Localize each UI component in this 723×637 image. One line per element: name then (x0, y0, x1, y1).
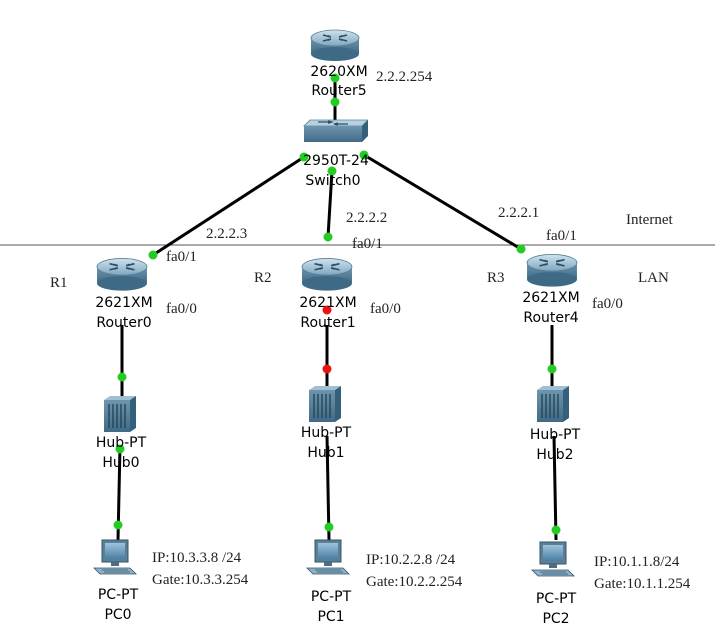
router0-icon[interactable] (96, 257, 148, 292)
link-switch0-router4 (363, 153, 522, 251)
router4-name: Router4 (523, 310, 578, 326)
switch0-model: 2950T-24 (303, 153, 369, 169)
switch0-icon[interactable] (303, 119, 368, 143)
pc2-icon[interactable] (531, 541, 575, 577)
port-dot (117, 372, 127, 382)
port-dot (330, 97, 340, 107)
router1-name: Router1 (300, 315, 355, 331)
r3-label: R3 (487, 270, 505, 286)
port-dot-down (322, 364, 332, 374)
hub2-icon[interactable] (536, 385, 570, 423)
pc1-icon[interactable] (306, 539, 350, 575)
hub1-model: Hub-PT (301, 425, 352, 441)
pc1-ip: IP:10.2.2.8 /24 (366, 552, 456, 568)
pc2-name: PC2 (542, 611, 569, 627)
router0-wan-ip: 2.2.2.3 (206, 226, 247, 242)
link-hub2-pc2 (552, 435, 558, 541)
port-dot (299, 152, 309, 162)
switch0-name: Switch0 (305, 173, 360, 189)
hub1-name: Hub1 (307, 445, 344, 461)
hub2-name: Hub2 (536, 447, 573, 463)
port-dot (148, 250, 158, 260)
pc0-gate: Gate:10.3.3.254 (152, 572, 249, 588)
link-switch0-router0 (152, 155, 305, 257)
hub1-icon[interactable] (308, 385, 342, 423)
router4-wan-ip: 2.2.2.1 (498, 205, 539, 221)
router0-lan-if: fa0/0 (166, 301, 197, 317)
pc1-gate: Gate:10.2.2.254 (366, 574, 463, 590)
pc2-model: PC-PT (536, 591, 577, 607)
r2-label: R2 (254, 270, 272, 286)
pc0-name: PC0 (104, 607, 131, 623)
link-switch0-router1 (326, 170, 334, 238)
router1-wan-if: fa0/1 (352, 236, 383, 252)
port-dot (551, 525, 561, 535)
router5-model: 2620XM (310, 64, 367, 80)
router4-lan-if: fa0/0 (592, 296, 623, 312)
router4-model: 2621XM (522, 290, 579, 306)
port-dot (330, 73, 340, 83)
pc2-ip: IP:10.1.1.8/24 (594, 554, 680, 570)
pc0-model: PC-PT (98, 587, 139, 603)
router0-name: Router0 (96, 315, 151, 331)
link-status-dots (113, 73, 561, 535)
router5-ip: 2.2.2.254 (376, 69, 433, 85)
pc2-gate: Gate:10.1.1.254 (594, 576, 691, 592)
pc0-ip: IP:10.3.3.8 /24 (152, 550, 242, 566)
hub0-name: Hub0 (102, 455, 139, 471)
port-dot (115, 444, 125, 454)
pc1-model: PC-PT (311, 589, 352, 605)
r1-label: R1 (50, 275, 68, 291)
pc0-icon[interactable] (93, 539, 137, 575)
hub0-icon[interactable] (103, 395, 137, 433)
router0-model: 2621XM (95, 295, 152, 311)
hub0-model: Hub-PT (96, 435, 147, 451)
port-dot (359, 150, 369, 160)
port-dot (323, 232, 333, 242)
router4-icon[interactable] (526, 253, 578, 288)
port-dot (516, 244, 526, 254)
lan-zone-label: LAN (638, 270, 669, 286)
internet-zone-label: Internet (626, 212, 673, 228)
router5-icon[interactable] (310, 29, 360, 62)
port-dot (327, 166, 337, 176)
pc1-name: PC1 (317, 609, 344, 625)
router4-wan-if: fa0/1 (546, 228, 577, 244)
hub2-model: Hub-PT (530, 427, 581, 443)
port-dot (113, 520, 123, 530)
router1-icon[interactable] (301, 257, 353, 292)
router0-wan-if: fa0/1 (166, 249, 197, 265)
router5-name: Router5 (311, 83, 366, 99)
router1-wan-ip: 2.2.2.2 (346, 210, 387, 226)
router1-model: 2621XM (299, 295, 356, 311)
router1-lan-if: fa0/0 (370, 301, 401, 317)
port-dot (547, 364, 557, 374)
port-dot (324, 522, 334, 532)
port-dot-down (322, 305, 332, 315)
